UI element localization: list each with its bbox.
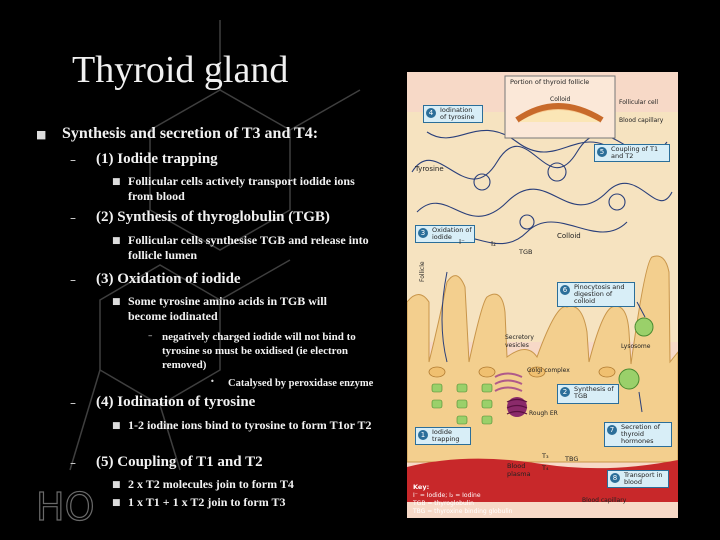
blood-capillary-label: Blood capillary (582, 497, 627, 504)
step-7-box: 7 Secretion of thyroid hormones (604, 422, 672, 447)
dash-icon: – (70, 456, 76, 470)
step-4-number: 4 (426, 108, 436, 118)
tyrosine-label: Tyrosine (415, 165, 444, 173)
iodide-ion-label: I⁻ (459, 238, 465, 246)
key-line-1: I⁻ = Iodide; I₂ = Iodine (413, 492, 481, 499)
dash-icon: – (148, 331, 153, 341)
section-2-point: Follicular cells synthesise TGB and rele… (128, 233, 369, 262)
step-2-label: Synthesis of TGB (574, 385, 614, 400)
section-5-point-1: 2 x T2 molecules join to form T4 (128, 477, 294, 491)
bullet-square-icon: ■ (112, 480, 121, 490)
step-3-label: Oxidation of iodide (432, 226, 472, 241)
key-line-3: TBG = thyroxine binding globulin (413, 508, 513, 515)
tgb-label: TGB (519, 248, 533, 256)
iodine-label: I₂ (491, 240, 496, 248)
bullet-square-icon: ■ (112, 297, 121, 307)
step-5-number: 5 (597, 147, 607, 157)
step-4-box: 4 Iodination of tyrosine (423, 105, 483, 123)
key-title: Key: (413, 483, 430, 491)
section-3-sub-point: negatively charged iodide will not bind … (162, 331, 356, 371)
section-3-heading: (3) Oxidation of iodide (96, 271, 241, 287)
step-8-label: Transport in blood (624, 471, 663, 486)
step-6-number: 6 (560, 285, 570, 295)
step-1-number: 1 (418, 430, 428, 440)
lysosome-label: Lysosome (621, 343, 651, 350)
step-5-box: 5 Coupling of T1 and T2 (594, 144, 670, 162)
bullet-square-icon: ■ (36, 128, 47, 141)
key-line-2: TGB = thyroglobulin (413, 500, 474, 507)
step-1-box: 1 Iodide trapping (415, 427, 471, 445)
golgi-label: Golgi complex (527, 367, 570, 374)
tbg-label: TBG (565, 455, 579, 463)
step-5-label: Coupling of T1 and T2 (611, 145, 659, 160)
main-bullet: Synthesis and secretion of T3 and T4: (62, 125, 319, 142)
inset-title: Portion of thyroid follicle (510, 78, 590, 86)
step-7-label: Secretion of thyroid hormones (621, 423, 661, 445)
section-2-heading: (2) Synthesis of thyroglobulin (TGB) (96, 209, 330, 225)
step-3-box: 3 Oxidation of iodide (415, 225, 475, 243)
dash-icon: – (70, 273, 76, 287)
secretory-label: Secretory vesicles (505, 334, 534, 349)
step-6-box: 6 Pinocytosis and digestion of colloid (557, 282, 635, 307)
rough-er-label: Rough ER (529, 410, 558, 417)
slide-title: Thyroid gland (72, 49, 289, 91)
section-4-point: 1-2 iodine ions bind to tyrosine to form… (128, 418, 372, 432)
section-1-heading: (1) Iodide trapping (96, 151, 218, 167)
watermark-text: HO (36, 485, 94, 529)
inset-capillary-label: Blood capillary (619, 117, 664, 124)
step-8-box: 8 Transport in blood (607, 470, 669, 488)
step-2-box: 2 Synthesis of TGB (557, 384, 619, 404)
thyroid-diagram: Portion of thyroid follicle Colloid Foll… (407, 72, 678, 518)
bullet-square-icon: ■ (112, 421, 121, 431)
step-2-number: 2 (560, 387, 570, 397)
bullet-square-icon: ■ (112, 236, 121, 246)
section-5-heading: (5) Coupling of T1 and T2 (96, 454, 263, 470)
inset-follicular-label: Follicular cell (619, 99, 659, 106)
step-1-label: Iodide trapping (432, 428, 460, 443)
section-3-point: Some tyrosine amino acids in TGB will be… (128, 294, 327, 323)
step-6-label: Pinocytosis and digestion of colloid (574, 283, 625, 305)
dash-icon: – (70, 396, 76, 410)
dash-icon: – (70, 153, 76, 167)
section-4-heading: (4) Iodination of tyrosine (96, 394, 256, 410)
step-4-label: Iodination of tyrosine (440, 106, 475, 121)
section-5-point-2: 1 x T1 + 1 x T2 join to form T3 (128, 495, 286, 509)
t3-label: T₃ (542, 452, 549, 460)
inset-colloid-label: Colloid (550, 96, 571, 103)
dot-icon: • (210, 377, 215, 386)
dash-icon: – (70, 211, 76, 225)
bullet-square-icon: ■ (112, 177, 121, 187)
step-8-number: 8 (610, 473, 620, 483)
t4-label: T₄ (542, 464, 549, 472)
bullet-square-icon: ■ (112, 498, 121, 508)
follicle-label: Follicle (419, 261, 426, 282)
colloid-label: Colloid (557, 232, 581, 240)
step-3-number: 3 (418, 228, 428, 238)
section-1-point: Follicular cells actively transport iodi… (128, 174, 355, 203)
step-7-number: 7 (607, 425, 617, 435)
section-3-sub-sub-point: Catalysed by peroxidase enzyme (228, 378, 374, 389)
blood-plasma-label: Blood plasma (507, 462, 531, 478)
